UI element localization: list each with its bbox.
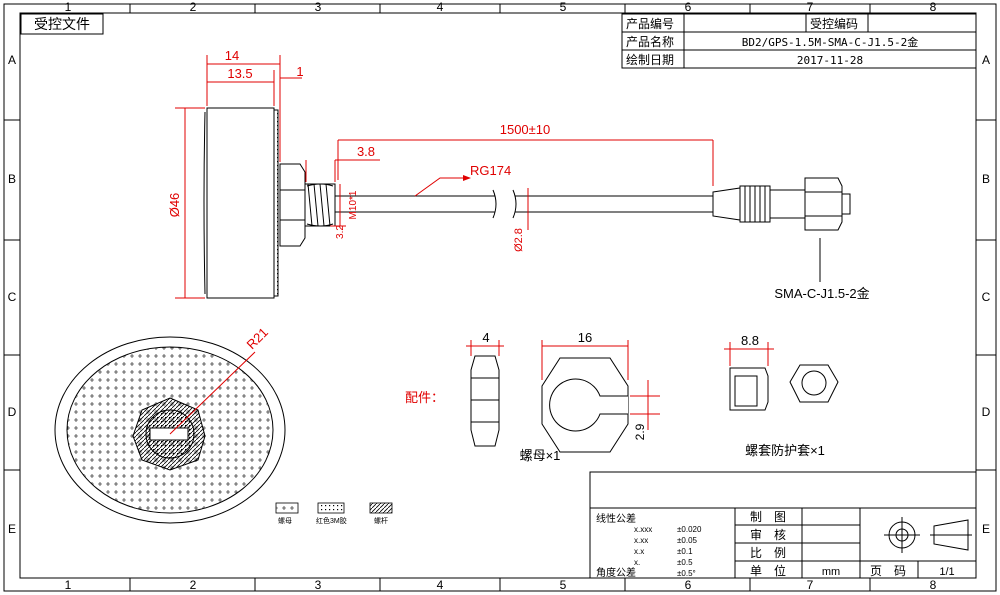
- tolerance-block: [589, 471, 977, 579]
- col-label: 8: [930, 0, 937, 14]
- col-label: 4: [437, 0, 444, 14]
- legend-rod: 螺杆: [374, 516, 388, 525]
- stamp-text: 受控文件: [34, 16, 90, 32]
- grid-column-labels-top: 1 2 3 4 5 6 7 8: [65, 0, 937, 14]
- dim-diameter: Ø46: [167, 193, 182, 218]
- tol-row-fmt: x.: [634, 558, 640, 567]
- unit-value: mm: [822, 566, 840, 578]
- product-name-value: BD2/GPS-1.5M-SMA-C-J1.5-2金: [742, 35, 919, 49]
- col-label: 5: [560, 0, 567, 14]
- sleeve-caption: 螺套防护套×1: [745, 443, 825, 458]
- col-label: 7: [807, 578, 814, 592]
- row-label: E: [8, 522, 16, 536]
- dim-thread-offset: 3.2: [335, 225, 346, 239]
- title-block: [621, 13, 977, 69]
- dim-sleeve-width: 8.8: [741, 333, 759, 348]
- projection-symbol-icon: [884, 517, 972, 553]
- col-label: 8: [930, 578, 937, 592]
- accessory-dimensions: [466, 340, 774, 430]
- dim-cable-type: RG174: [470, 163, 511, 178]
- scale-label: 比 例: [750, 546, 786, 560]
- row-label: D: [982, 405, 991, 419]
- dim-flange: 1: [296, 64, 303, 79]
- col-label: 1: [65, 0, 72, 14]
- side-view-dimensions: [175, 55, 714, 299]
- row-label: C: [8, 290, 17, 304]
- tol-row-val: ±0.1: [677, 547, 693, 556]
- title-block-text: 产品编号 受控编码 产品名称 BD2/GPS-1.5M-SMA-C-J1.5-2…: [626, 16, 918, 67]
- legend-text: 螺母 红色3M胶 螺杆: [278, 516, 388, 525]
- tol-row-fmt: x.x: [634, 547, 644, 556]
- row-label: D: [8, 405, 17, 419]
- row-label: A: [8, 53, 16, 67]
- col-label: 6: [685, 578, 692, 592]
- col-label: 2: [190, 578, 197, 592]
- check-label: 审 核: [750, 527, 786, 542]
- dim-washer-width: 16: [578, 330, 592, 345]
- col-label: 3: [315, 578, 322, 592]
- row-label: B: [8, 172, 16, 186]
- angle-tolerance-value: ±0.5°: [677, 569, 696, 578]
- antenna-top-view: [54, 336, 286, 524]
- grid-ticks: [4, 4, 996, 591]
- dim-cable-dia: Ø2.8: [513, 228, 525, 252]
- legend-nut: 螺母: [278, 516, 292, 525]
- nut-caption: 螺母×1: [520, 448, 561, 463]
- angle-tolerance-label: 角度公差: [596, 566, 636, 579]
- col-label: 3: [315, 0, 322, 14]
- side-view-dim-text: 14 13.5 1 Ø46 1500±10 3.8 RG174 M10*1 3.…: [167, 48, 550, 252]
- accessory-nut: [470, 355, 500, 447]
- accessory-sleeve: [729, 364, 839, 411]
- dim-thread-spec: M10*1: [348, 190, 359, 219]
- col-label: 4: [437, 578, 444, 592]
- tol-row-val: ±0.020: [677, 525, 702, 534]
- dim-overall-width: 14: [225, 48, 239, 63]
- col-label: 1: [65, 578, 72, 592]
- tol-row-fmt: x.xxx: [634, 525, 652, 534]
- product-code-label: 产品编号: [626, 16, 674, 31]
- dim-cable-length: 1500±10: [500, 122, 551, 137]
- legend: [275, 502, 393, 514]
- product-name-label: 产品名称: [626, 34, 674, 49]
- accessory-dim-text: 4 16 2.9 8.8 螺母×1 螺套防护套×1: [482, 330, 825, 463]
- tol-row-val: ±0.5: [677, 558, 693, 567]
- antenna-side-view: [203, 107, 851, 299]
- legend-glue: 红色3M胶: [316, 516, 347, 525]
- made-label: 制 图: [750, 510, 786, 524]
- dim-thread-length: 3.8: [357, 144, 375, 159]
- accessory-washer: [541, 357, 629, 453]
- date-value: 2017-11-28: [797, 54, 863, 67]
- grid-column-labels-bottom: 1 2 3 4 5 6 7 8: [65, 578, 937, 592]
- dim-body-width: 13.5: [227, 66, 252, 81]
- date-label: 绘制日期: [626, 52, 674, 67]
- tolerance-title: 线性公差: [596, 512, 636, 525]
- dim-radius: R21: [244, 325, 271, 352]
- accessories-label: 配件：: [405, 390, 444, 405]
- col-label: 7: [807, 0, 814, 14]
- row-label: E: [982, 522, 990, 536]
- grid-row-labels: A B C D E A B C D E: [8, 53, 991, 536]
- col-label: 5: [560, 578, 567, 592]
- dim-washer-gap: 2.9: [633, 423, 647, 440]
- row-label: B: [982, 172, 990, 186]
- page-label: 页 码: [870, 564, 906, 578]
- page-value: 1/1: [939, 566, 954, 578]
- tolerance-text: 线性公差 x.xxx ±0.020 x.xx ±0.05 x.x ±0.1 x.…: [596, 510, 955, 579]
- col-label: 2: [190, 0, 197, 14]
- controlled-stamp: 受控文件: [20, 13, 104, 35]
- tol-row-fmt: x.xx: [634, 536, 648, 545]
- connector-label: SMA-C-J1.5-2金: [774, 286, 869, 301]
- col-label: 6: [685, 0, 692, 14]
- unit-label: 单 位: [750, 563, 786, 578]
- controlled-code-label: 受控编码: [810, 16, 858, 31]
- tol-row-val: ±0.05: [677, 536, 698, 545]
- dim-nut-thickness: 4: [482, 330, 489, 345]
- row-label: A: [982, 53, 990, 67]
- row-label: C: [982, 290, 991, 304]
